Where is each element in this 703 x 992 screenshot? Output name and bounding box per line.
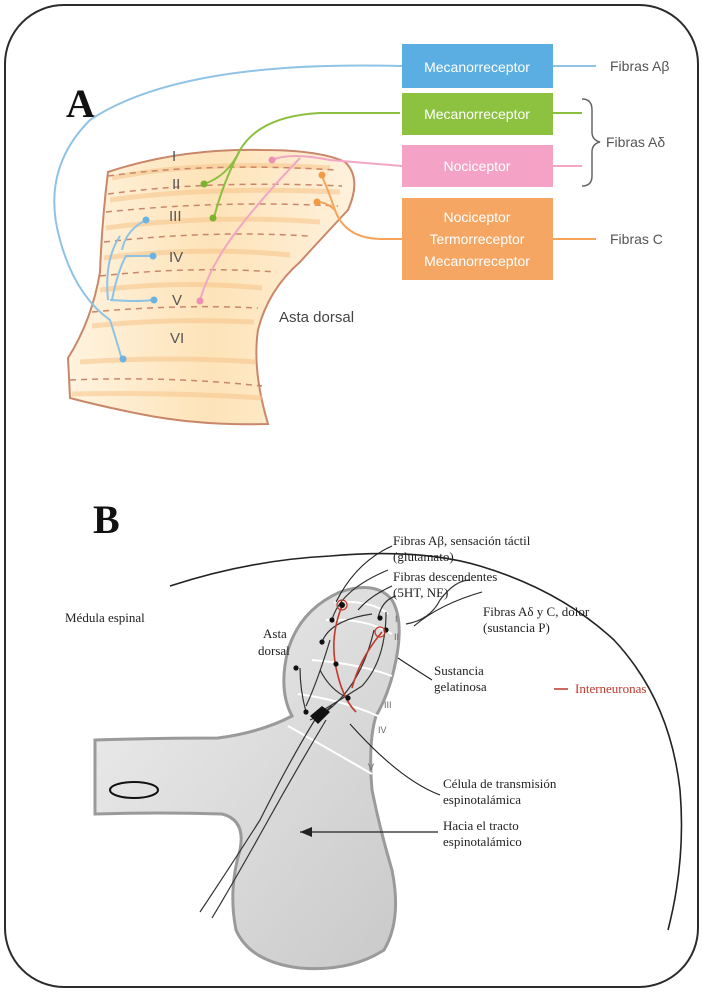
lamina-b-v: V [368,762,374,772]
label-horn-line1: Asta [263,626,287,641]
fiber-label-ab: Fibras Aβ [610,58,669,74]
c-terminal-i [319,172,326,179]
a-delta-noci-terminal-v [197,298,204,305]
label-gel-line1: Sustancia [434,663,484,678]
lamina-label-ii: II [172,176,180,193]
label-adc-line1: Fibras Aδ y C, dolor [483,604,590,619]
a-delta-mech-terminal-iii [210,215,217,222]
lamina-label-iii: III [169,208,182,225]
label-gel-line2: gelatinosa [434,679,487,694]
panel-b-letter: B [93,497,120,542]
box-c-line1: Nociceptor [444,209,511,225]
label-horn-line2: dorsal [258,643,290,658]
box-mechanoreceptor-ab-label: Mecanorreceptor [424,59,530,75]
panel-b: B I II III IV V [65,497,682,969]
a-delta-bracket [582,99,600,186]
lamina-label-v: V [172,292,182,309]
label-ab-line2: (glutamato) [393,549,454,564]
lamina-label-vi: VI [170,330,184,347]
label-tract-line2: espinotalámico [443,834,522,849]
lamina-b-ii: II [394,632,399,642]
c-terminal-ii [314,199,321,206]
legend-interneuron-label: Interneuronas [575,681,646,696]
lamina-b-i: I [395,614,398,624]
box-nociceptor-ad-label: Nociceptor [444,158,511,174]
panel-a: A I II III IV [54,44,669,424]
gray-matter [95,588,399,969]
lamina-b-iii: III [384,700,392,710]
label-desc-line2: (5HT, NE) [393,585,448,600]
lamina-label-i: I [172,148,176,165]
label-tract-line1: Hacia el tracto [443,818,519,833]
fiber-label-c: Fibras C [610,231,663,247]
fiber-label-ad: Fibras Aδ [606,134,665,150]
asta-dorsal-label: Asta dorsal [279,309,354,326]
label-ab-line1: Fibras Aβ, sensación táctil [393,533,531,548]
label-spinal-cord: Médula espinal [65,610,145,625]
box-mechanoreceptor-ad-label: Mecanorreceptor [424,106,530,122]
box-c-line2: Termorreceptor [430,231,525,247]
lamina-b-iv: IV [378,725,387,735]
a-delta-mech-terminal-ii [201,181,208,188]
lamina-label-iv: IV [169,249,183,266]
label-cell-line1: Célula de transmisión [443,776,557,791]
a-delta-noci-terminal-i [269,157,276,164]
label-desc-line1: Fibras descendentes [393,569,497,584]
box-c-line3: Mecanorreceptor [424,253,530,269]
label-adc-line2: (sustancia P) [483,620,550,635]
label-cell-line2: espinotalámica [443,792,521,807]
